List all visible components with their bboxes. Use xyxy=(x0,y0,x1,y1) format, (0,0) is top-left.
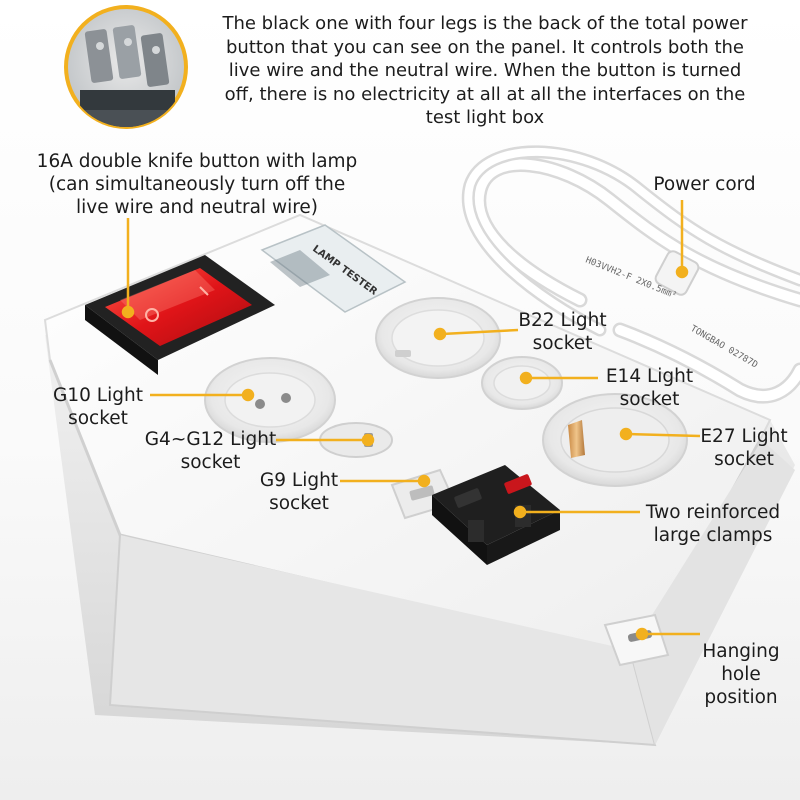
g9-label-line: G9 Light xyxy=(259,470,339,491)
switch-label: 16A double knife button with lamp (can s… xyxy=(12,150,382,219)
spring-clamps xyxy=(432,465,560,565)
hanging-label-line: hole xyxy=(721,664,761,685)
g10-label-line: G10 Light xyxy=(53,385,143,406)
b22-socket-label: B22 Light socket xyxy=(500,309,625,355)
switch-label-line: (can simultaneously turn off the xyxy=(48,174,346,195)
e27-socket-label: E27 Light socket xyxy=(684,425,800,471)
power-cord xyxy=(461,145,800,404)
g10-socket-label: G10 Light socket xyxy=(38,384,158,430)
e14-socket xyxy=(481,356,563,410)
intro-line: button that you can see on the panel. It… xyxy=(225,36,744,58)
hanging-hole-label: Hanging hole position xyxy=(686,640,796,709)
g4-g12-label-line: G4~G12 Light xyxy=(144,429,277,450)
b22-label-line: B22 Light xyxy=(518,310,607,331)
rocker-switch xyxy=(85,255,275,375)
e27-socket xyxy=(542,393,688,487)
inset-magnifier xyxy=(64,5,188,129)
power-cord-label: Power cord xyxy=(642,173,767,196)
intro-description: The black one with four legs is the back… xyxy=(190,12,780,130)
e27-label-line: socket xyxy=(714,449,774,470)
g9-socket-label: G9 Light socket xyxy=(244,469,354,515)
power-cord-label-line: Power cord xyxy=(653,174,756,195)
g9-label-line: socket xyxy=(269,493,329,514)
g4-g12-socket-label: G4~G12 Light socket xyxy=(128,428,293,474)
intro-line: The black one with four legs is the back… xyxy=(222,13,748,34)
e14-socket-label: E14 Light socket xyxy=(592,365,707,411)
g4-g12-label-line: socket xyxy=(180,452,241,473)
hanging-label-line: position xyxy=(704,687,778,708)
b22-label-line: socket xyxy=(532,333,593,354)
g10-socket xyxy=(204,357,336,443)
callout-lines xyxy=(121,200,701,641)
hanging-label-line: Hanging xyxy=(702,641,780,662)
switch-label-line: 16A double knife button with lamp xyxy=(36,151,358,172)
intro-line: live wire and the neutral wire. When the… xyxy=(228,60,742,81)
e14-label-line: E14 Light xyxy=(605,366,694,387)
g10-label-line: socket xyxy=(68,408,128,429)
lamp-tester-sticker: LAMP TESTER xyxy=(260,224,407,313)
e14-label-line: socket xyxy=(619,389,680,410)
e27-label-line: E27 Light xyxy=(700,426,788,447)
clamps-label: Two reinforced large clamps xyxy=(628,501,798,547)
intro-line: off, there is no electricity at all at a… xyxy=(224,83,746,105)
tester-box xyxy=(43,213,795,747)
intro-line: test light box xyxy=(425,107,545,128)
clamps-label-line: large clamps xyxy=(653,525,773,546)
switch-label-line: live wire and neutral wire) xyxy=(75,197,319,218)
clamps-label-line: Two reinforced xyxy=(645,502,781,523)
